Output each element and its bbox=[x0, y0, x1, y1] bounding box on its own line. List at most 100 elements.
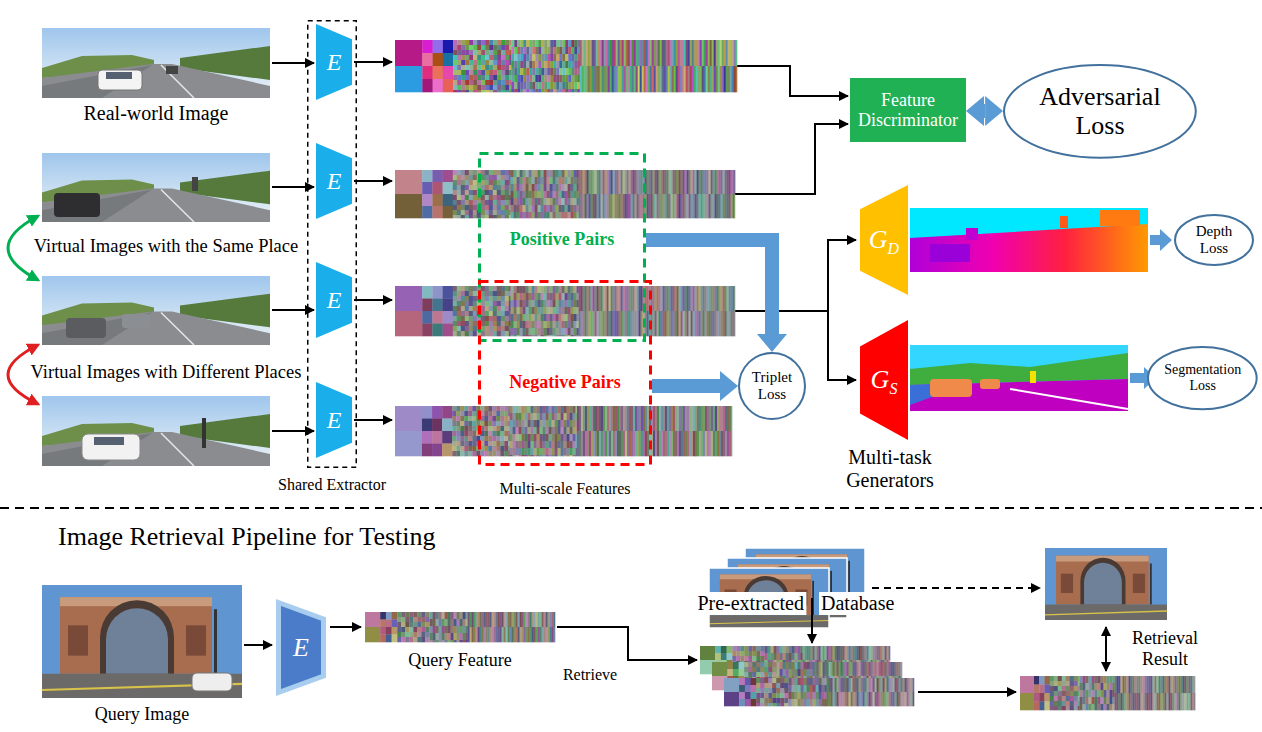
feature-cell bbox=[481, 301, 485, 306]
feature-cell bbox=[571, 321, 574, 328]
feature-cell bbox=[493, 85, 497, 90]
feature-cell bbox=[544, 184, 547, 191]
feature-cell bbox=[468, 411, 472, 416]
feature-cell bbox=[517, 335, 520, 336]
feature-cell bbox=[457, 210, 461, 215]
feature-cell bbox=[493, 60, 497, 65]
feature-cell bbox=[517, 191, 520, 198]
feature-cell bbox=[465, 205, 469, 210]
feature-cell bbox=[695, 311, 697, 336]
feature-cell bbox=[529, 54, 532, 61]
feature-cell bbox=[721, 311, 723, 336]
feature-cell bbox=[582, 66, 584, 92]
feature-cell bbox=[501, 45, 505, 50]
feature-cell bbox=[553, 54, 556, 61]
feature-cell bbox=[621, 311, 623, 336]
feature-cell bbox=[568, 68, 571, 75]
feature-cell bbox=[696, 66, 698, 92]
feature-cell bbox=[484, 426, 488, 431]
feature-cell bbox=[568, 307, 571, 314]
sign bbox=[192, 177, 198, 191]
feature-cell bbox=[464, 411, 468, 416]
feature-cell bbox=[497, 190, 501, 195]
feature-cell bbox=[593, 311, 595, 336]
feature-cell bbox=[488, 431, 492, 436]
feature-cell bbox=[523, 61, 526, 68]
feature-cell bbox=[469, 50, 473, 55]
photo-scene bbox=[42, 153, 270, 222]
feature-cell bbox=[565, 75, 568, 82]
feature-cell bbox=[559, 212, 562, 218]
feature-cell bbox=[683, 311, 685, 336]
feature-cell bbox=[675, 194, 677, 218]
feature-cell bbox=[472, 441, 476, 446]
feature-cell bbox=[559, 286, 562, 293]
feature-cell bbox=[535, 335, 538, 336]
feature-cell bbox=[456, 446, 460, 451]
feature-cell bbox=[555, 455, 558, 456]
feature-cell bbox=[523, 47, 526, 54]
feature-cell bbox=[556, 40, 559, 47]
feature-cell bbox=[562, 54, 565, 61]
feature-cell bbox=[621, 286, 623, 311]
feature-cell bbox=[574, 321, 577, 328]
feature-cell bbox=[505, 306, 509, 311]
feature-cell bbox=[559, 328, 562, 335]
feature-cell bbox=[547, 307, 550, 314]
feature-cell bbox=[635, 286, 637, 311]
feature-cell bbox=[473, 90, 477, 92]
feature-cell bbox=[583, 194, 585, 218]
feature-cell bbox=[707, 170, 709, 194]
feature-cell bbox=[514, 75, 517, 82]
feature-cell bbox=[453, 65, 457, 70]
feature-cell bbox=[501, 175, 505, 180]
feature-cell bbox=[617, 311, 619, 336]
feature-cell bbox=[522, 455, 525, 456]
feature-cell bbox=[662, 40, 664, 66]
feature-cell bbox=[422, 406, 432, 419]
feature-cell bbox=[516, 406, 519, 413]
feature-cell bbox=[532, 61, 535, 68]
pole bbox=[202, 418, 206, 448]
feature-cell bbox=[594, 66, 596, 92]
feature-cell bbox=[477, 85, 481, 90]
feature-cell bbox=[481, 321, 485, 326]
feature-cell bbox=[577, 61, 580, 68]
feature-cell bbox=[570, 455, 573, 456]
feature-cell bbox=[514, 61, 517, 68]
feature-cell bbox=[500, 441, 504, 446]
feature-cell bbox=[422, 79, 433, 92]
feature-cell bbox=[484, 441, 488, 446]
feature-cell bbox=[549, 448, 552, 455]
feature-cell bbox=[422, 182, 433, 194]
feature-cell bbox=[505, 175, 509, 180]
feature-cell bbox=[631, 286, 633, 311]
feature-cell bbox=[562, 170, 565, 177]
feature-cell bbox=[574, 177, 577, 184]
feature-cell bbox=[443, 40, 454, 53]
feature-cell bbox=[543, 455, 546, 456]
feature-cell bbox=[453, 215, 457, 218]
feature-cell bbox=[549, 420, 552, 427]
feature-cell bbox=[547, 198, 550, 205]
feature-cell bbox=[593, 286, 595, 311]
feature-cell bbox=[565, 205, 568, 212]
feature-cell bbox=[565, 314, 568, 321]
feature-cell bbox=[574, 82, 577, 89]
feature-cell bbox=[541, 170, 544, 177]
feature-cell bbox=[522, 448, 525, 455]
feature-cell bbox=[665, 194, 667, 218]
feature-cell bbox=[538, 54, 541, 61]
feature-cell bbox=[469, 55, 473, 60]
feature-cell bbox=[592, 66, 594, 92]
feature-cell bbox=[481, 291, 485, 296]
feature-cell bbox=[481, 50, 485, 55]
feature-cell bbox=[665, 311, 667, 336]
seg-car bbox=[980, 379, 1000, 389]
feature-cell bbox=[709, 194, 711, 218]
feature-cell bbox=[531, 441, 534, 448]
feature-cell bbox=[707, 194, 709, 218]
feature-cell bbox=[550, 321, 553, 328]
feature-cell bbox=[617, 194, 619, 218]
feature-cell bbox=[531, 406, 534, 413]
